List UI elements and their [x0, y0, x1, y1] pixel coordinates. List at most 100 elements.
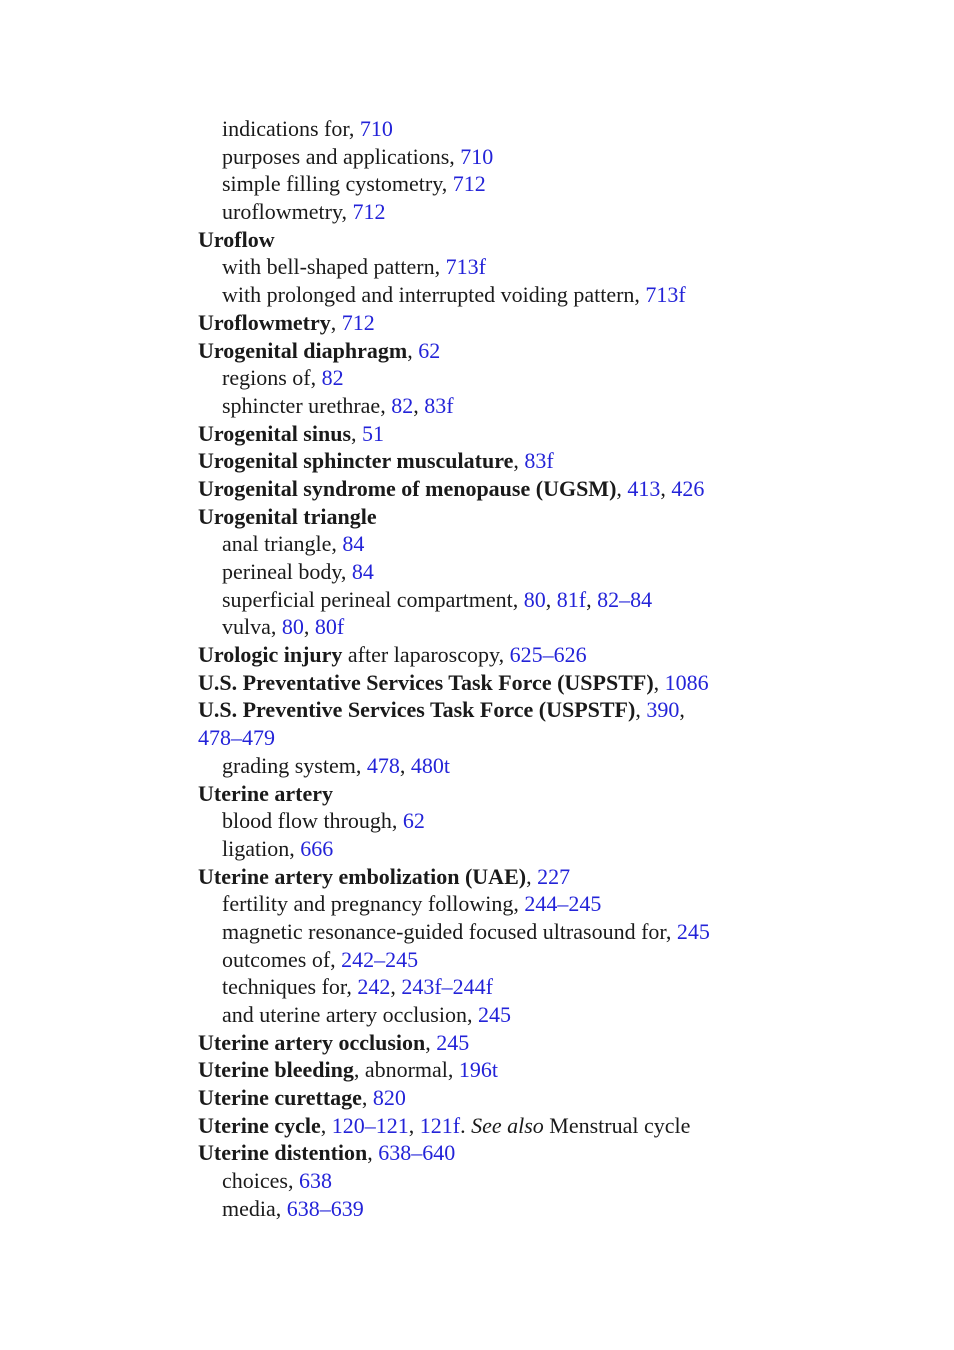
page-ref-link[interactable]: 480t: [410, 752, 450, 778]
index-term: Urogenital sinus: [198, 420, 352, 446]
page-ref-link[interactable]: 712: [341, 309, 375, 335]
page-ref-link[interactable]: 243f–244f: [401, 974, 494, 1000]
index-term: U.S. Preventive Services Task Force (USP…: [198, 697, 636, 723]
index-subentry: magnetic resonance-guided focused ultras…: [222, 918, 710, 944]
index-term: U.S. Preventative Services Task Force (U…: [198, 669, 654, 695]
index-subentry: with bell-shaped pattern, 713f: [222, 254, 486, 280]
see-also-label: See also: [471, 1112, 544, 1138]
index-term: Uterine artery: [198, 780, 333, 806]
index-main-entry: Urogenital diaphragm, 62: [198, 337, 441, 363]
page-ref-link[interactable]: 84: [351, 559, 374, 584]
index-main-entry: Uterine distention, 638–640: [198, 1140, 456, 1166]
index-subentry-text: choices: [222, 1168, 288, 1194]
page-ref-link[interactable]: 712: [352, 199, 386, 225]
index-term: Urogenital diaphragm: [198, 337, 408, 363]
page-ref-link[interactable]: 712: [452, 171, 486, 197]
index-term: Urogenital syndrome of menopause (UGSM): [198, 475, 617, 501]
page-ref-link[interactable]: 82–84: [597, 586, 653, 612]
index-main-entry: Uroflowmetry, 712: [198, 309, 375, 335]
page-ref-link[interactable]: 227: [537, 863, 571, 889]
page-ref-link[interactable]: 478: [366, 752, 400, 778]
index-term: Uterine cycle: [198, 1112, 321, 1138]
index-subentry-text: abnormal: [364, 1057, 448, 1083]
index-main-entry: Uroflow: [198, 226, 798, 254]
page-ref-link[interactable]: 80: [281, 614, 304, 640]
index-subentry-text: with prolonged and interrupted voiding p…: [222, 282, 635, 308]
index-main-entry: Uterine curettage, 820: [198, 1085, 406, 1111]
page-ref-link[interactable]: 80: [523, 586, 546, 612]
index-main-entry: Uterine artery: [198, 780, 798, 808]
page-ref-link[interactable]: 83f: [424, 392, 454, 418]
index-subentry-text: and uterine artery occlusion: [222, 1002, 467, 1027]
page-ref-link[interactable]: 713f: [445, 254, 486, 280]
page-ref-link[interactable]: 478–479: [198, 725, 275, 751]
page-ref-link[interactable]: 245: [477, 1002, 511, 1027]
index-subentry-text: anal triangle: [222, 531, 332, 557]
page-ref-link[interactable]: 81f: [556, 586, 587, 612]
index-subentry-text: grading system: [222, 752, 356, 778]
index-main-entry: Uterine artery occlusion, 245: [198, 1029, 470, 1055]
index-term: Uroflowmetry: [198, 309, 331, 335]
index-subentry-text: uroflowmetry: [222, 199, 342, 225]
index-term: Uterine artery embolization (UAE): [198, 863, 527, 889]
trailing-punct: ,: [679, 697, 685, 723]
page-ref-link[interactable]: 244–245: [524, 891, 602, 917]
page-ref-link[interactable]: 83f: [524, 448, 554, 474]
page-ref-link[interactable]: 413: [627, 475, 661, 501]
page-ref-link[interactable]: 242: [357, 974, 391, 1000]
index-term: Uterine distention: [198, 1140, 368, 1166]
page-ref-link[interactable]: 666: [300, 835, 334, 861]
index-main-entry: Urogenital triangle: [198, 503, 798, 531]
index-subentry: superficial perineal compartment, 80, 81…: [222, 586, 653, 612]
index-subentry: sphincter urethrae, 82, 83f: [222, 392, 454, 418]
page-ref-link[interactable]: 242–245: [341, 946, 419, 972]
index-subentry-text: with bell-shaped pattern: [222, 254, 435, 280]
index-subentry-text: fertility and pregnancy following: [222, 891, 514, 917]
page-ref-link[interactable]: 51: [362, 420, 385, 446]
page-ref-link[interactable]: 713f: [645, 282, 686, 308]
index-term: Uterine artery occlusion: [198, 1029, 426, 1055]
page-ref-link[interactable]: 80f: [314, 614, 345, 640]
page-ref-link[interactable]: 625–626: [509, 642, 587, 668]
page-ref-link[interactable]: 820: [372, 1085, 406, 1111]
index-subentry-text: vulva: [222, 614, 271, 640]
index-subentry-text: after laparoscopy: [347, 642, 499, 668]
page-ref-link[interactable]: 245: [676, 918, 710, 944]
page-ref-link[interactable]: 390: [646, 697, 680, 723]
page-ref-link[interactable]: 1086: [664, 669, 709, 695]
index-subentry-text: magnetic resonance-guided focused ultras…: [222, 918, 666, 944]
index-subentry-text: techniques for: [222, 974, 347, 1000]
page-ref-link[interactable]: 120–121: [331, 1112, 409, 1138]
page-ref-link[interactable]: 710: [359, 116, 393, 141]
index-main-entry: Uterine artery embolization (UAE), 227: [198, 863, 571, 889]
index-subentry: indications for, 710: [222, 116, 393, 141]
index-subentry-text: regions of: [222, 365, 311, 391]
page-ref-link[interactable]: 638: [298, 1168, 332, 1194]
index-subentry: blood flow through, 62: [222, 808, 425, 834]
index-term: Urogenital sphincter musculature: [198, 448, 514, 474]
index-term: Urogenital triangle: [198, 503, 377, 529]
index-main-entry: Urogenital sinus, 51: [198, 420, 385, 446]
index-main-entry: 478–479: [198, 724, 798, 752]
index-main-entry: U.S. Preventative Services Task Force (U…: [198, 669, 709, 695]
page-ref-link[interactable]: 638–640: [378, 1140, 456, 1166]
page-ref-link[interactable]: 426: [671, 475, 705, 501]
index-subentry: purposes and applications, 710: [222, 143, 494, 169]
page-ref-link[interactable]: 710: [460, 143, 494, 169]
index-main-entry: Uterine bleeding, abnormal, 196t: [198, 1057, 499, 1083]
page-ref-link[interactable]: 196t: [458, 1057, 499, 1083]
page-ref-link[interactable]: 82: [321, 365, 344, 391]
index-subentry: and uterine artery occlusion, 245: [222, 1002, 511, 1027]
index-subentry: simple filling cystometry, 712: [222, 171, 486, 197]
page-ref-link[interactable]: 245: [436, 1029, 470, 1055]
page-ref-link[interactable]: 638–639: [286, 1195, 364, 1221]
index-term: Uroflow: [198, 226, 275, 252]
page-ref-link[interactable]: 121f: [419, 1112, 461, 1138]
page-ref-link[interactable]: 62: [402, 808, 425, 834]
page-ref-link[interactable]: 84: [342, 531, 365, 557]
index-subentry: ligation, 666: [222, 835, 334, 861]
page-ref-link[interactable]: 62: [418, 337, 441, 363]
index-subentry: media, 638–639: [222, 1195, 364, 1221]
page-ref-link[interactable]: 82: [391, 392, 414, 418]
